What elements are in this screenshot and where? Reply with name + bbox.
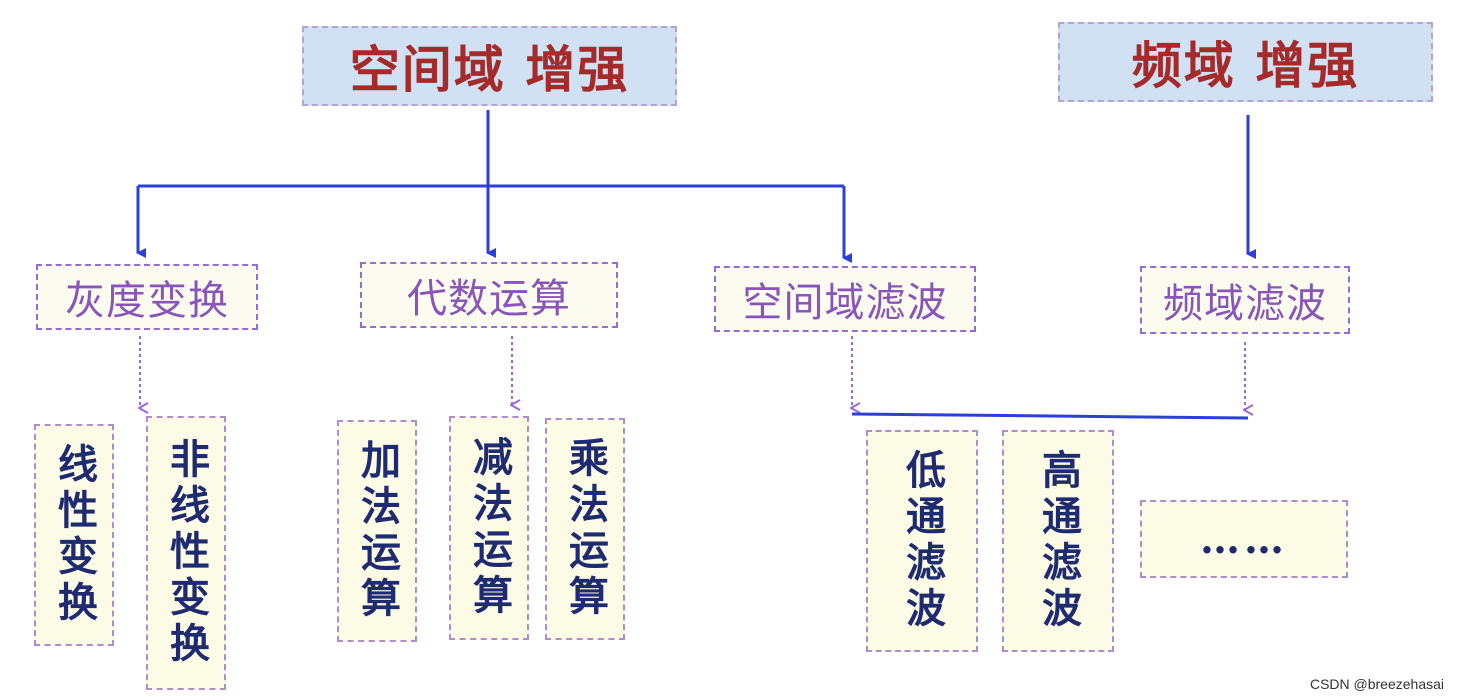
lowpass-filter-box: 低通滤波 — [866, 430, 978, 652]
dashed-arrows — [140, 336, 1245, 410]
highpass-filter-box: 高通滤波 — [1002, 430, 1114, 652]
more-items-box: …… — [1140, 500, 1348, 578]
addition-box: 加法运算 — [337, 420, 417, 642]
frequency-enhancement-box: 频域 增强 — [1058, 22, 1433, 102]
algebra-operation-box: 代数运算 — [360, 262, 618, 328]
filter-join-line — [851, 412, 1249, 420]
nonlinear-transform-box: 非线性变换 — [146, 416, 226, 690]
frequency-filter-box: 频域滤波 — [1140, 266, 1350, 334]
subtraction-box: 减法运算 — [449, 416, 529, 640]
gray-transform-box: 灰度变换 — [36, 264, 258, 330]
spatial-tree-lines — [136, 110, 852, 263]
spatial-enhancement-box: 空间域 增强 — [302, 26, 677, 106]
multiplication-box: 乘法运算 — [545, 418, 625, 640]
linear-transform-box: 线性变换 — [34, 424, 114, 646]
spatial-filter-box: 空间域滤波 — [714, 266, 976, 332]
watermark-credit: CSDN @breezehasai — [1309, 676, 1444, 692]
